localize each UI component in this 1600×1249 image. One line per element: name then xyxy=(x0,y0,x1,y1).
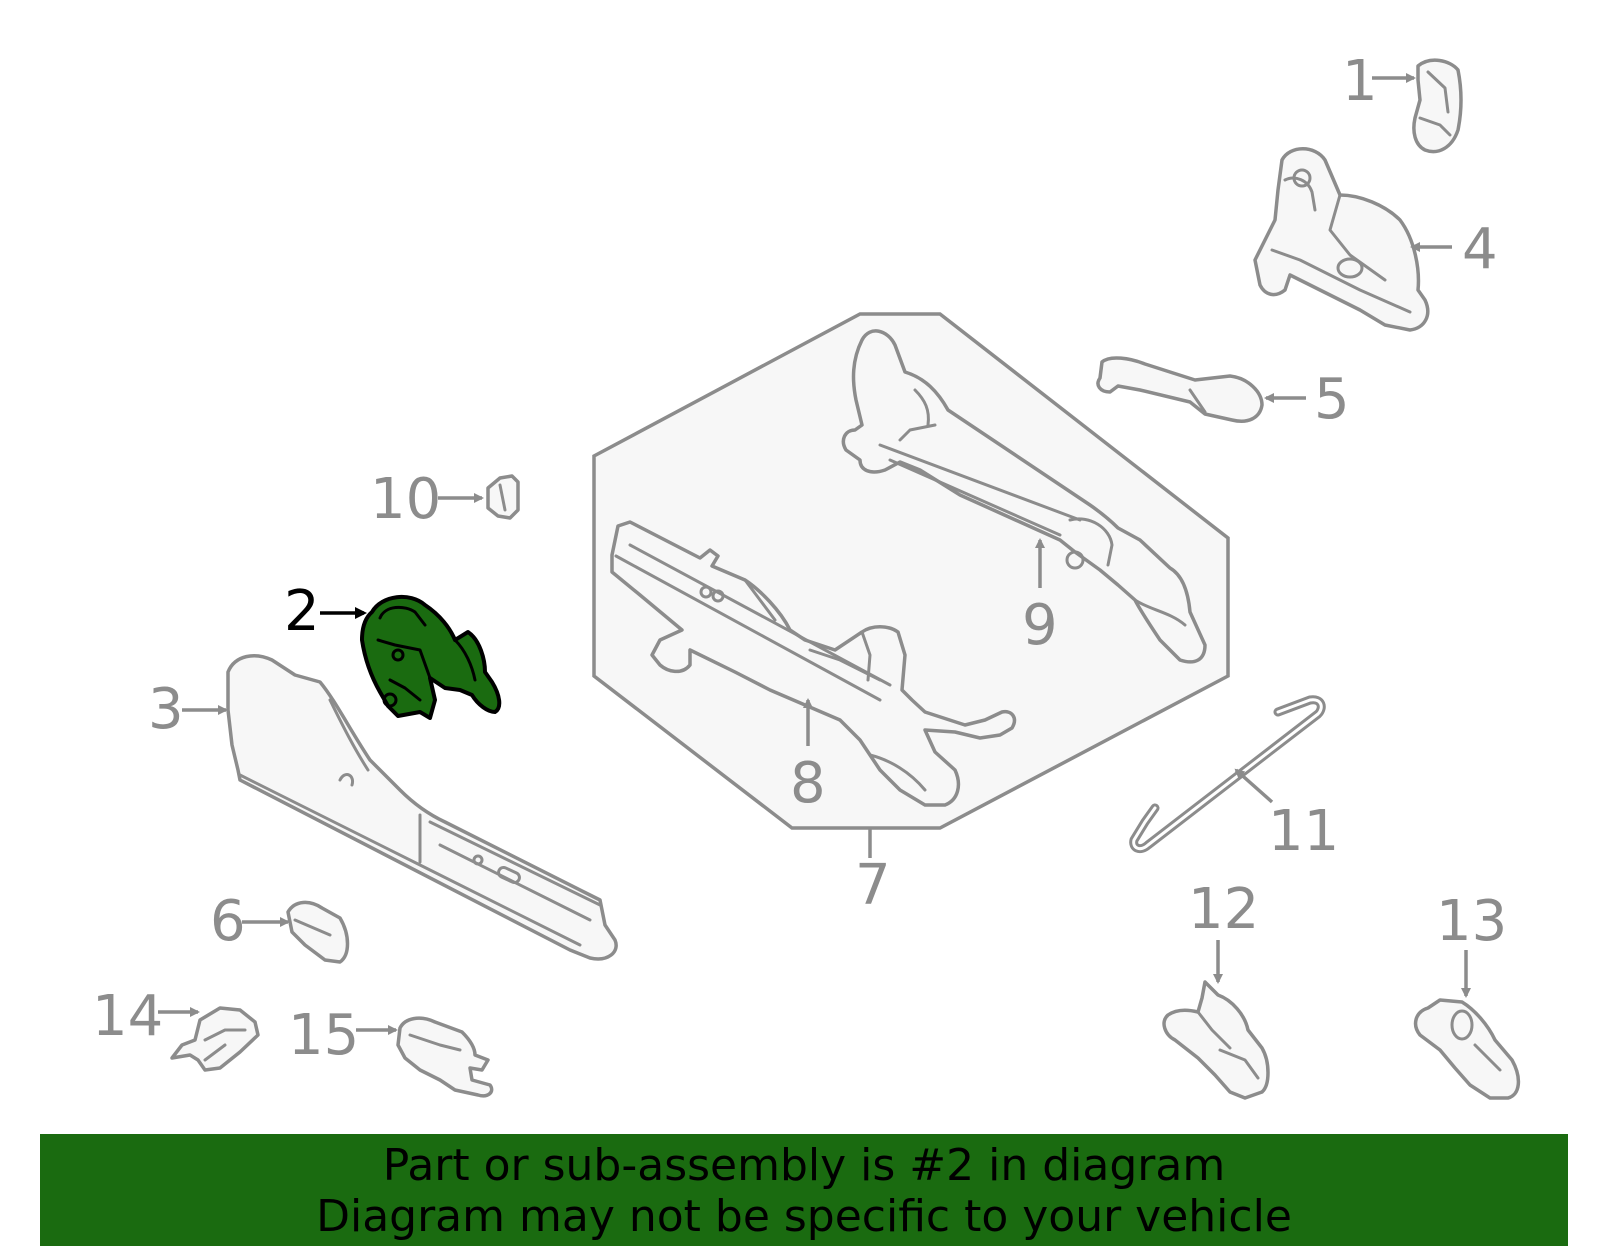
callout-4[interactable]: 4 xyxy=(1462,217,1498,282)
callout-2[interactable]: 2 xyxy=(284,579,320,644)
leader-lines xyxy=(158,73,1471,1035)
part-2-cover-highlighted xyxy=(360,594,502,720)
part-12-bracket xyxy=(1162,980,1270,1100)
callout-9[interactable]: 9 xyxy=(1022,593,1058,658)
callout-6[interactable]: 6 xyxy=(210,889,246,954)
callout-15[interactable]: 15 xyxy=(288,1003,359,1068)
banner-line-1: Part or sub-assembly is #2 in diagram xyxy=(382,1140,1226,1191)
part-5-handle xyxy=(1096,356,1264,423)
part-6-cap xyxy=(286,900,350,964)
callout-13[interactable]: 13 xyxy=(1436,889,1507,954)
banner-line-2: Diagram may not be specific to your vehi… xyxy=(316,1191,1292,1242)
callout-5[interactable]: 5 xyxy=(1314,367,1350,432)
callout-10[interactable]: 10 xyxy=(370,467,441,532)
callout-8[interactable]: 8 xyxy=(790,751,826,816)
callout-7[interactable]: 7 xyxy=(855,853,891,918)
part-8-seat-track xyxy=(610,520,1017,807)
callout-14[interactable]: 14 xyxy=(92,984,163,1049)
callout-12[interactable]: 12 xyxy=(1188,877,1259,942)
part-13-bracket xyxy=(1413,998,1521,1100)
callout-3[interactable]: 3 xyxy=(148,677,184,742)
info-banner: Part or sub-assembly is #2 in diagram Di… xyxy=(40,1134,1568,1246)
assembly-7-outline xyxy=(592,312,1230,858)
part-9-seat-track xyxy=(841,329,1207,664)
part-11-rod xyxy=(1129,695,1326,854)
part-1-bracket xyxy=(1412,58,1463,154)
callout-11[interactable]: 11 xyxy=(1268,799,1339,864)
part-10-clip xyxy=(486,474,520,520)
part-4-bracket xyxy=(1253,147,1430,332)
part-3-shield xyxy=(226,654,618,961)
part-14-clip xyxy=(170,1006,260,1072)
callout-1[interactable]: 1 xyxy=(1342,49,1378,114)
part-15-clip xyxy=(396,1016,494,1098)
